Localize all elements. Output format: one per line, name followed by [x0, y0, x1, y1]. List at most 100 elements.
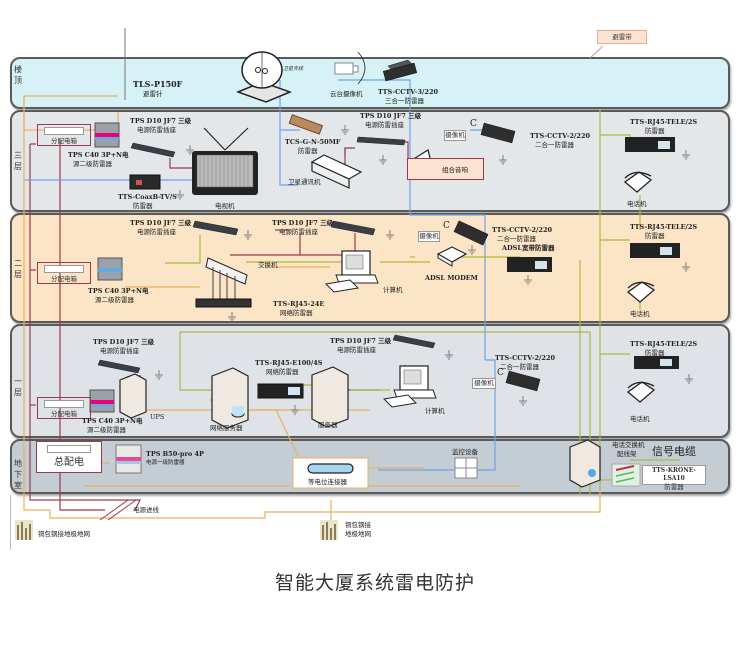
adsl-modem-icon: [436, 246, 468, 267]
f2-socket1-label: 电源防雷插座: [137, 228, 176, 236]
f2-rj45-model: TTS-RJ45-24E: [273, 300, 325, 308]
f3-audio-label: 组合音响: [442, 166, 468, 174]
f3-socket-label: 电源防雷插座: [137, 126, 176, 134]
f3-coax-model: TTS-CoaxB-TV/S: [118, 193, 177, 201]
f2-switch-label: 交换机: [258, 261, 278, 269]
f1-socket2-model: TPS D10 JF7 三级: [330, 337, 392, 345]
phone-icons: [623, 171, 656, 403]
f2-tele-model: TTS-RJ45-TELE/2S: [630, 223, 698, 231]
f1-spd2-model: TPS C40 3P+N电: [82, 417, 143, 425]
f2-spd2-model: TPS C40 3P+N电: [88, 287, 149, 295]
ptz-camera-icon: [334, 51, 366, 85]
f3-phone-label: 电话机: [627, 200, 647, 208]
power-inlet-hatch: [99, 499, 137, 521]
power-inlet-label: 电源进线: [133, 506, 159, 514]
f3-spd2-label: 源二级防雷器: [73, 160, 112, 168]
f3-socket2-model: TPS D10 JF7 三级: [360, 112, 422, 120]
roof-cctv-model: TTS-CCTV-3/220: [378, 88, 438, 96]
ptz-camera-label: 云台摄像机: [330, 90, 363, 98]
f3-tcs-model: TCS-G-N-50MF: [285, 138, 341, 146]
krone-label-box: TTS-KRONE-LSA10 防雷器: [642, 465, 706, 491]
computer-icon-floor2: [324, 250, 379, 293]
floor-label-2: 二层: [14, 259, 22, 279]
tele-arrester-icons: [507, 137, 680, 369]
coax-arrester-icon: [129, 174, 161, 190]
f1-computer-label: 计算机: [425, 407, 445, 415]
tv-icon: [192, 127, 258, 195]
ground-symbols: [155, 65, 693, 415]
f2-camera-c: C: [443, 221, 450, 231]
floor-roof: [10, 57, 730, 109]
computer-icon-floor1: [382, 365, 437, 408]
ground-electrode-icons: [15, 520, 338, 540]
roof-cctv-label: 三合一防雷器: [385, 97, 424, 105]
f2-socket1-model: TPS D10 JF7 三级: [130, 219, 192, 227]
f1-phone-label: 电话机: [630, 415, 650, 423]
floor-label-basement: 地下室: [14, 459, 22, 490]
f2-tele-label: 防雷器: [645, 232, 665, 240]
f2-rj45-label: 网络防雷器: [280, 309, 313, 317]
floor-label-3: 三层: [14, 151, 22, 171]
f2-phone-label: 电话机: [630, 310, 650, 318]
f3-cctv-model: TTS-CCTV-2/220: [530, 132, 590, 140]
signal-lines: [25, 79, 496, 471]
f3-distribution-box-label: 分配电箱: [51, 137, 77, 145]
f2-cctv-model: TTS-CCTV-2/220: [492, 226, 552, 234]
monitor-device-icon: [454, 457, 478, 479]
server-icon-network: [211, 367, 249, 429]
server-icon-main: [311, 366, 349, 428]
ground-grid-right-label-2: 地极地网: [345, 530, 371, 538]
server-icon-ups: [119, 373, 147, 419]
outside-ground-area: [10, 495, 731, 550]
switch-icon: [205, 257, 248, 300]
power-strip-icons: [97, 136, 436, 374]
f1-camera-box: 摄像机: [472, 378, 496, 389]
f3-camera-box: 摄像机: [444, 130, 466, 141]
f1-socket1-label: 电源防雷插座: [100, 347, 139, 355]
rj45-24e-icon: [195, 298, 252, 308]
f3-audio-box: [407, 158, 484, 180]
floor-label-roof: 楼顶: [14, 65, 22, 85]
server-icon-pbx: [569, 439, 601, 488]
f1-server-label: 服务器: [318, 421, 338, 429]
f1-camera-label: 摄像机: [474, 379, 494, 387]
spd-module-icons: [89, 122, 142, 474]
f2-spd2-label: 源二级防雷器: [95, 296, 134, 304]
main-distribution-label: 总配电: [54, 457, 84, 468]
satellite-dish-icon: [235, 51, 293, 103]
lightning-belt-label: 避雷带: [597, 30, 647, 44]
f1-socket1-model: TPS D10 JF7 三级: [93, 338, 155, 346]
f1-rj45-label: 网络防雷器: [266, 368, 299, 376]
f3-spd2-model: TPS C40 3P+N电: [68, 151, 129, 159]
krone-label: 防雷器: [664, 483, 684, 491]
satellite-label: 卫星天线: [283, 66, 304, 72]
lightning-rod-label: 避雷针: [143, 90, 163, 98]
f3-camera-label: 摄像机: [445, 131, 465, 139]
floor-3: [10, 110, 730, 212]
f3-camera-c: C: [470, 119, 477, 129]
equipotential-bar-icon: [292, 457, 369, 489]
f1-socket2-label: 电源防雷插座: [337, 346, 376, 354]
ground-grid-left-label: 铜包钢接地极地网: [38, 530, 90, 538]
f3-cctv-label: 二合一防雷器: [535, 141, 574, 149]
sat-comm-icon: [310, 154, 363, 189]
monitor-label: 监控设备: [452, 448, 478, 456]
krone-model: TTS-KRONE-LSA10: [652, 467, 696, 482]
f1-rj45-model: TTS-RJ45-E100/4S: [255, 359, 323, 367]
spd1-label: 电源一级防雷器: [146, 460, 185, 466]
ground-grid-right-label-1: 铜包钢接: [345, 521, 371, 529]
f2-socket2-model: TPS D10 JF7 三级: [272, 219, 334, 227]
f2-camera-box: 摄像机: [418, 231, 440, 242]
f3-tele-label: 防雷器: [645, 127, 665, 135]
f3-tcs-label: 防雷器: [298, 147, 318, 155]
f3-coax-label: 防雷器: [133, 202, 153, 210]
f1-tele-label: 防雷器: [645, 349, 665, 357]
f3-tele-model: TTS-RJ45-TELE/2S: [630, 118, 698, 126]
f2-modem-label: ADSL MODEM: [425, 274, 478, 282]
f2-adsl-spd-label: ADSL宽带防雷器: [502, 244, 555, 252]
floor-label-1: 一层: [14, 377, 22, 397]
lightning-rod-model: TLS-P150F: [133, 79, 183, 89]
f1-tele-model: TTS-RJ45-TELE/2S: [630, 340, 698, 348]
f1-distribution-box-label: 分配电箱: [51, 410, 77, 418]
f1-camera-c: C: [497, 368, 504, 378]
